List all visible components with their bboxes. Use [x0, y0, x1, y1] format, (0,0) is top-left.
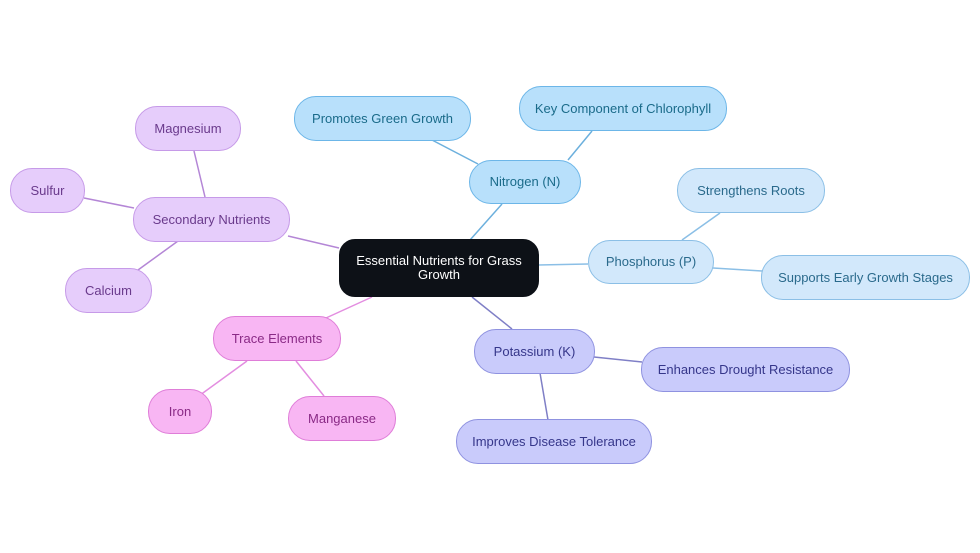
- link-secondary-sulfur: [83, 197, 135, 209]
- leaf-key-component-of-chlorophyll: Key Component of Chlorophyll: [519, 86, 727, 131]
- leaf-manganese: Manganese: [288, 396, 396, 441]
- link-nitrogen-promotes-green-growth: [431, 139, 479, 165]
- branch-phosphorus: Phosphorus (P): [588, 240, 714, 284]
- link-secondary-calcium: [137, 240, 179, 271]
- leaf-iron: Iron: [148, 389, 212, 434]
- branch-nitrogen: Nitrogen (N): [469, 160, 581, 204]
- link-potassium-disease: [539, 372, 549, 421]
- center-node: Essential Nutrients for Grass Growth: [339, 239, 539, 297]
- link-trace-iron: [195, 360, 248, 399]
- leaf-strengthens-roots: Strengthens Roots: [677, 168, 825, 213]
- link-center-secondary-nutrients: [287, 235, 340, 249]
- link-secondary-magnesium: [193, 150, 206, 198]
- leaf-sulfur: Sulfur: [10, 168, 85, 213]
- link-trace-manganese: [295, 360, 325, 397]
- leaf-supports-early-growth-stages: Supports Early Growth Stages: [761, 255, 970, 300]
- branch-trace-elements: Trace Elements: [213, 316, 341, 361]
- link-center-phosphorus: [537, 263, 589, 266]
- link-center-trace-elements: [325, 296, 373, 319]
- branch-potassium: Potassium (K): [474, 329, 595, 374]
- link-center-nitrogen: [469, 203, 503, 241]
- leaf-improves-disease-tolerance: Improves Disease Tolerance: [456, 419, 652, 464]
- link-potassium-drought: [593, 356, 643, 363]
- link-nitrogen-chlorophyll: [567, 130, 593, 161]
- branch-secondary-nutrients: Secondary Nutrients: [133, 197, 290, 242]
- link-center-potassium: [471, 296, 513, 330]
- leaf-calcium: Calcium: [65, 268, 152, 313]
- leaf-magnesium: Magnesium: [135, 106, 241, 151]
- leaf-promotes-green-growth: Promotes Green Growth: [294, 96, 471, 141]
- leaf-enhances-drought-resistance: Enhances Drought Resistance: [641, 347, 850, 392]
- link-phosphorus-early-growth: [712, 267, 763, 272]
- link-phosphorus-strengthens-roots: [681, 212, 721, 241]
